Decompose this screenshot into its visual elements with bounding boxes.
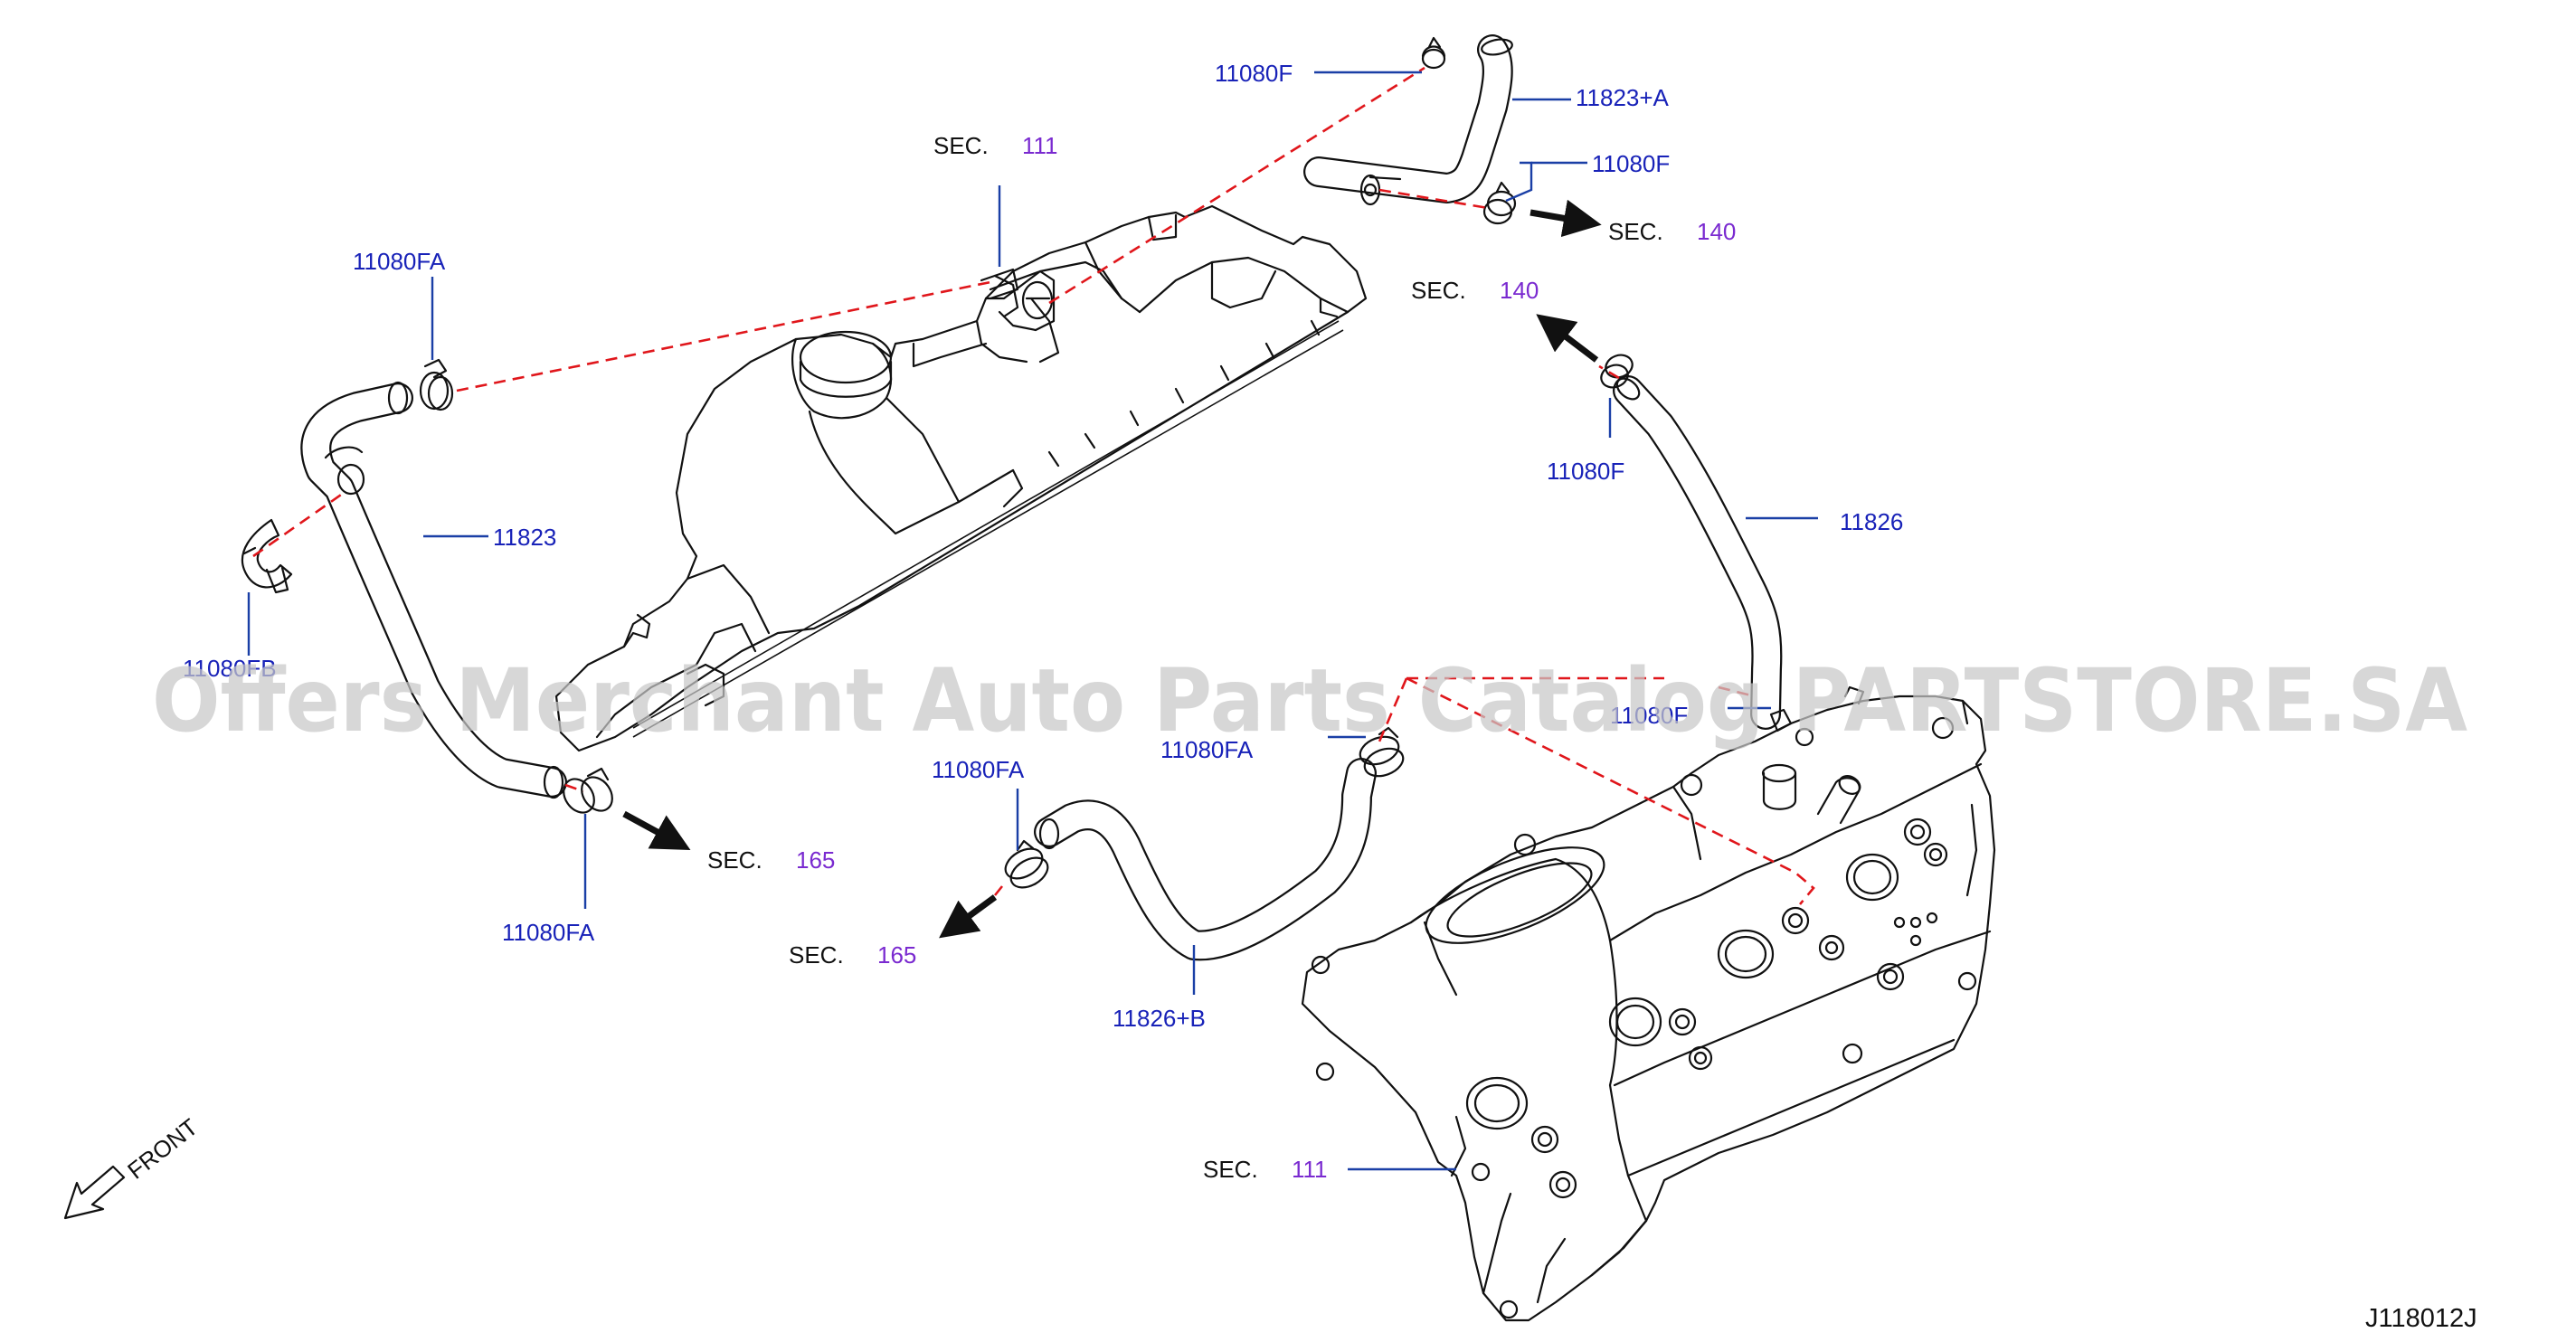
front-arrow-icon (63, 1165, 126, 1220)
spark-plug-port (1465, 1076, 1529, 1130)
part-label: 11080F (1215, 60, 1293, 87)
arrow-icon (622, 810, 691, 851)
hose-11826-b (1034, 758, 1377, 961)
hose-11823 (300, 381, 567, 799)
section-number: 165 (877, 941, 916, 969)
part-label: 11080FA (932, 756, 1025, 783)
hose-clamp-icon (1769, 708, 1793, 732)
section-label: SEC. (933, 132, 989, 159)
part-label: 11080FA (502, 919, 595, 946)
part-label: 11080F (1592, 150, 1670, 177)
hose-clamp-icon (419, 358, 454, 411)
part-label: 11080FA (1160, 736, 1254, 763)
front-label: FRONT (122, 1113, 203, 1185)
part-label: 11826 (1840, 508, 1903, 535)
part-label: 11826+B (1113, 1005, 1206, 1032)
hose-clamp-icon (1004, 839, 1049, 889)
section-number: 111 (1292, 1156, 1328, 1183)
section-label: SEC. (1411, 277, 1466, 304)
arrow-icon (1536, 314, 1599, 363)
part-label: 11080F (1610, 702, 1688, 729)
section-label: SEC. (707, 846, 762, 874)
rocker-cover-left (554, 204, 1368, 752)
hose-clamp-icon (563, 767, 613, 814)
leader-lines (247, 71, 1818, 1171)
diagram-code: J118012J (2365, 1304, 2477, 1333)
section-number: 140 (1697, 218, 1736, 245)
section-label: SEC. (789, 941, 844, 969)
hose-clamp-icon (241, 518, 293, 594)
part-label: 11823+A (1576, 84, 1670, 111)
hose-clamp-icon (1482, 181, 1517, 225)
section-number: 140 (1500, 277, 1539, 304)
section-number: 111 (1022, 132, 1058, 159)
arrow-icon (1530, 199, 1602, 238)
hose-11826 (1613, 375, 1783, 730)
part-label: 11080FB (183, 655, 277, 682)
hose-11823-a (1303, 34, 1513, 206)
part-label: 11080F (1547, 458, 1624, 485)
hose-clamp-icon (1359, 726, 1405, 778)
part-label: 11080FA (353, 248, 446, 275)
watermark: Offers Merchant Auto Parts Catalog PARTS… (152, 650, 2467, 751)
section-number: 165 (796, 846, 835, 874)
part-label: 11823 (493, 524, 556, 551)
hose-clamp-icon (1421, 36, 1446, 70)
hose-clamp-icon (1600, 354, 1634, 389)
section-label: SEC. (1203, 1156, 1258, 1183)
arrow-icon (939, 894, 998, 939)
connection-lines (252, 66, 1815, 905)
rocker-cover-right (1301, 685, 1996, 1322)
section-label: SEC. (1608, 218, 1663, 245)
